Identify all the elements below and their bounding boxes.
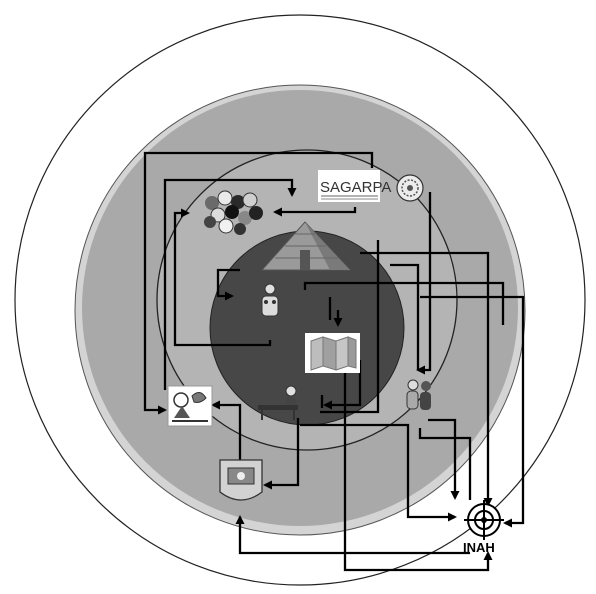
municipal-logo-icon [220,460,262,500]
inah-label: INAH [463,540,495,555]
state-seal-icon [168,386,212,426]
folded-map-icon [305,333,360,373]
sagarpa-label: SAGARPA [320,179,391,196]
national-seal-icon [397,175,423,201]
